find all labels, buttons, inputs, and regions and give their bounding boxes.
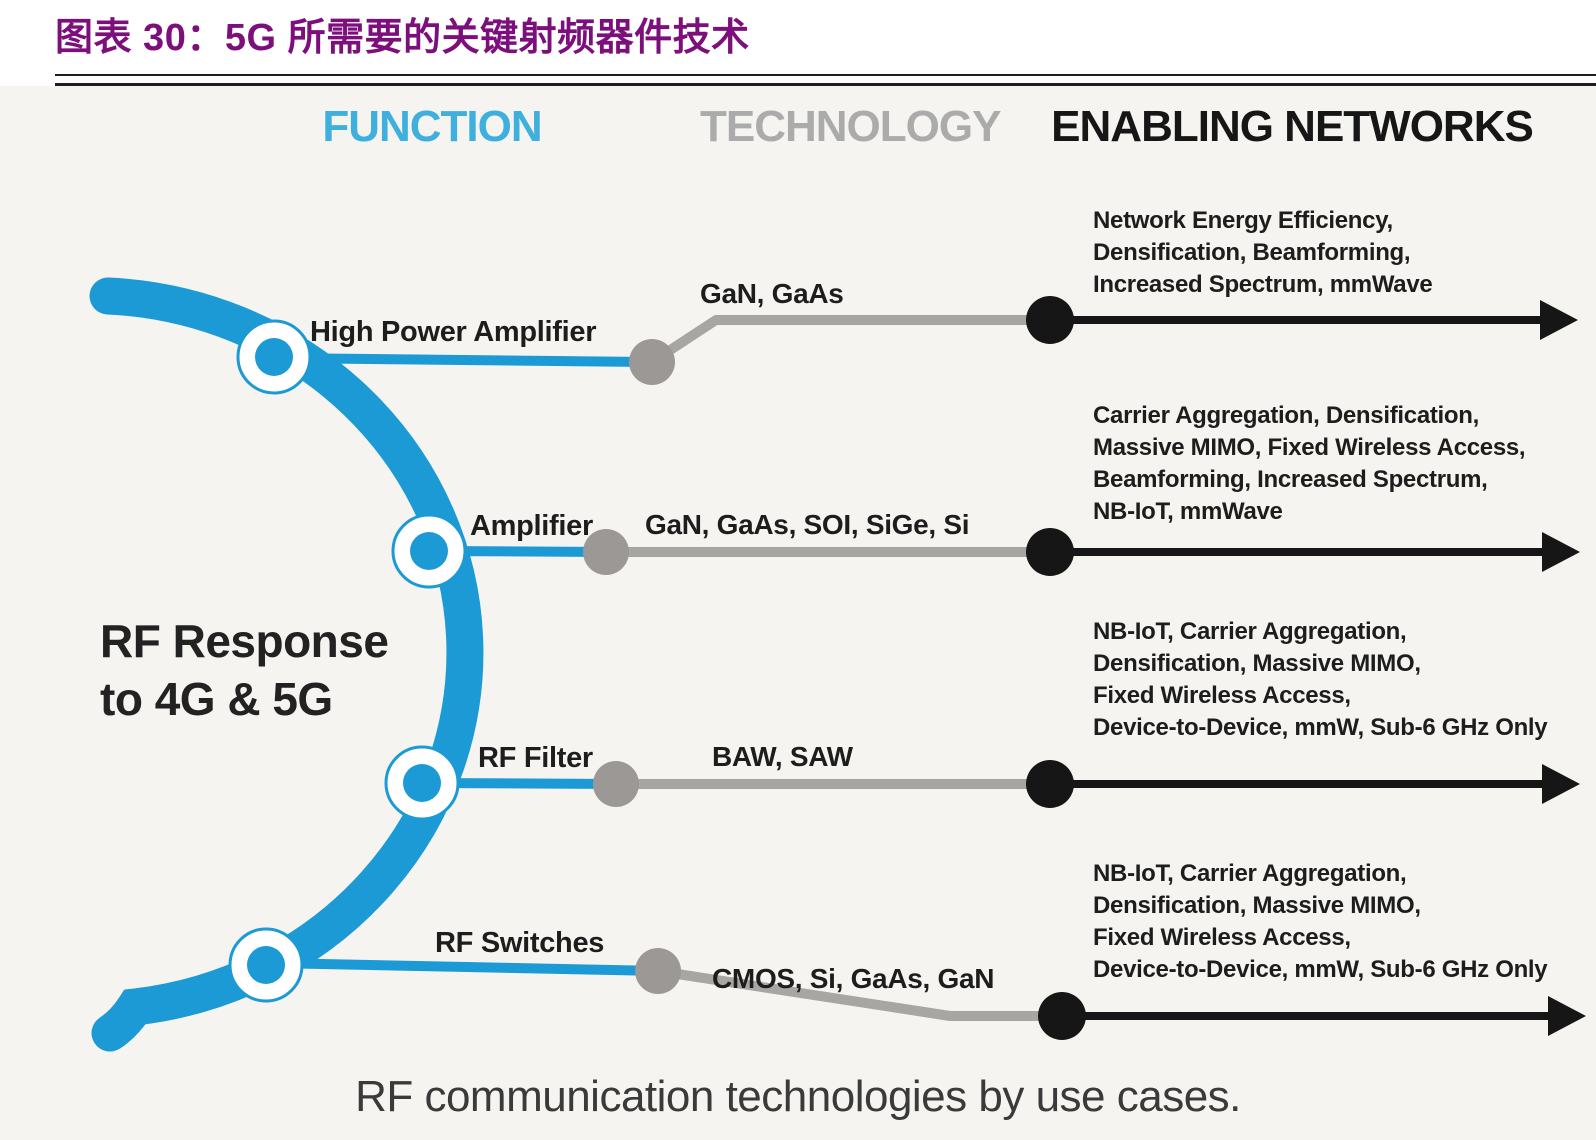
center-label-line1: RF Response <box>100 615 389 667</box>
arrow-head-row3 <box>1542 764 1580 804</box>
networks-line: Network Energy Efficiency, <box>1093 207 1393 234</box>
function-label-row3: RF Filter <box>478 742 593 774</box>
networks-line: Device-to-Device, mmW, Sub-6 GHz Only <box>1093 956 1548 983</box>
node-circle-row1 <box>236 319 312 395</box>
networks-line: Densification, Massive MIMO, <box>1093 892 1421 919</box>
gray-dot-row3 <box>593 761 639 807</box>
black-dot-row2 <box>1026 528 1074 576</box>
gray-connector-row4 <box>657 966 1066 1021</box>
figure-caption: RF communication technologies by use cas… <box>355 1072 1241 1121</box>
networks-text-row2: Carrier Aggregation, Densification, Mass… <box>1093 400 1526 528</box>
networks-line: NB-IoT, mmWave <box>1093 498 1283 525</box>
technology-label-row2: GaN, GaAs, SOI, SiGe, Si <box>645 509 970 540</box>
figure-title: 图表 30：5G 所需要的关键射频器件技术 <box>55 17 750 59</box>
column-header-technology: TECHNOLOGY <box>700 102 1001 151</box>
arrow-head-row1 <box>1540 300 1578 340</box>
technology-label-row3: BAW, SAW <box>712 741 853 772</box>
networks-line: Device-to-Device, mmW, Sub-6 GHz Only <box>1093 714 1548 741</box>
networks-line: NB-IoT, Carrier Aggregation, <box>1093 618 1407 645</box>
gray-dot-row2 <box>583 529 629 575</box>
black-dot-row4 <box>1038 992 1086 1040</box>
networks-line: Densification, Massive MIMO, <box>1093 650 1421 677</box>
arrow-head-row4 <box>1548 996 1586 1036</box>
function-label-row1: High Power Amplifier <box>310 316 597 348</box>
blue-connector-row1 <box>271 353 653 367</box>
blue-connector-row3 <box>427 778 619 789</box>
black-dot-row1 <box>1026 296 1074 344</box>
node-circle-row2 <box>391 513 467 589</box>
node-circle-row3 <box>384 745 460 821</box>
networks-line: Increased Spectrum, mmWave <box>1093 271 1433 298</box>
center-label: RF Response to 4G & 5G <box>100 612 389 728</box>
networks-text-row4: NB-IoT, Carrier Aggregation, Densificati… <box>1093 858 1548 986</box>
gray-dot-row1 <box>629 339 675 385</box>
column-header-enabling-networks: ENABLING NETWORKS <box>1051 102 1534 151</box>
networks-line: Fixed Wireless Access, <box>1093 924 1351 951</box>
networks-line: Massive MIMO, Fixed Wireless Access, <box>1093 434 1526 461</box>
function-label-row2: Amplifier <box>470 510 593 542</box>
gray-connector-row1 <box>649 315 1052 367</box>
gray-dot-row4 <box>635 948 681 994</box>
title-rule <box>55 74 1596 86</box>
networks-line: Densification, Beamforming, <box>1093 239 1411 266</box>
networks-line: Beamforming, Increased Spectrum, <box>1093 466 1488 493</box>
technology-label-row1: GaN, GaAs <box>700 278 844 309</box>
function-label-row4: RF Switches <box>435 927 605 959</box>
node-circle-row4 <box>228 927 304 1003</box>
networks-text-row1: Network Energy Efficiency, Densification… <box>1093 205 1433 301</box>
column-header-function: FUNCTION <box>322 102 542 151</box>
networks-line: Fixed Wireless Access, <box>1093 682 1351 709</box>
networks-line: Carrier Aggregation, Densification, <box>1093 402 1480 429</box>
networks-text-row3: NB-IoT, Carrier Aggregation, Densificati… <box>1093 616 1548 744</box>
networks-line: NB-IoT, Carrier Aggregation, <box>1093 860 1407 887</box>
diagram-canvas: FUNCTION TECHNOLOGY ENABLING NETWORKS RF… <box>0 86 1596 1140</box>
arrow-head-row2 <box>1542 532 1580 572</box>
black-dot-row3 <box>1026 760 1074 808</box>
center-label-line2: to 4G & 5G <box>100 673 333 725</box>
technology-label-row4: CMOS, Si, GaAs, GaN <box>712 963 995 994</box>
blue-connector-row4 <box>271 958 659 976</box>
